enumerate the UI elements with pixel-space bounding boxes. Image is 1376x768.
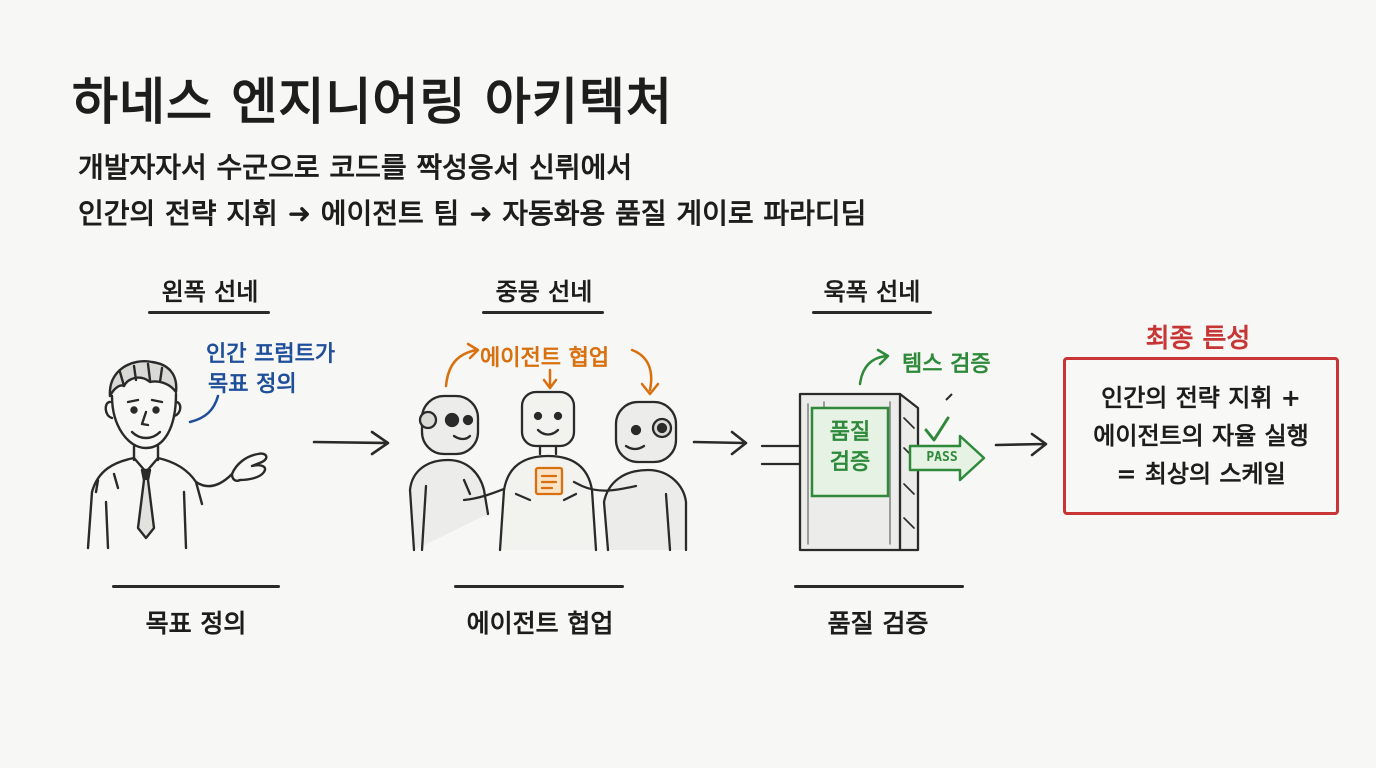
final-result-line-1: 인간의 전략 지휘 + <box>1101 384 1301 412</box>
final-result-box: 인간의 전략 지휘 + 에이전트의 자율 실행 = 최상의 스케일 <box>1063 357 1339 515</box>
quality-gate-label: 품질 검증 <box>812 418 888 478</box>
left-lane-note-line-1: 인간 프럼트가 <box>206 342 336 367</box>
pass-label: PASS <box>926 450 958 465</box>
final-result-line-3: = 최상의 스케일 <box>1116 460 1286 488</box>
right-lane-caption: 품질 검증 <box>827 609 929 638</box>
left-lane-caption: 목표 정의 <box>145 609 247 638</box>
middle-lane-title-underline <box>482 311 604 314</box>
collaboration-arrows-icon <box>444 342 660 396</box>
right-lane-note: 템스 검증 <box>902 352 991 377</box>
left-note-pointer <box>188 394 220 424</box>
middle-lane-note: 에이전트 협업 <box>480 346 610 371</box>
left-lane-title-underline <box>148 311 270 314</box>
agent-robots-icon <box>408 390 688 552</box>
flow-arrow-3-icon <box>994 432 1048 457</box>
middle-lane-divider <box>454 585 624 588</box>
middle-lane-title: 중뭉 선네 <box>495 278 593 306</box>
flow-arrow-2-icon <box>692 430 748 456</box>
human-figure-icon <box>86 360 268 550</box>
right-lane-title: 욱폭 선네 <box>823 278 921 306</box>
quality-gate-label-line-1: 품질 <box>829 420 871 445</box>
test-arrow-icon <box>858 348 890 386</box>
left-lane-note: 인간 프럼트가 목표 정의 <box>206 340 335 400</box>
left-lane-title: 왼폭 선네 <box>161 278 259 306</box>
page-title: 하네스 엔지니어링 아키텍처 <box>72 73 673 131</box>
right-lane-title-underline <box>812 311 932 314</box>
quality-gate-icon <box>760 392 986 552</box>
final-result-title: 최종 튼성 <box>1145 324 1251 354</box>
middle-lane-caption: 에이전트 협업 <box>466 609 614 638</box>
final-result-line-2: 에이전트의 자율 실행 <box>1093 422 1309 450</box>
subtitle-line-2: 인간의 전략 지휘 ➜ 에이전트 팀 ➜ 자동화용 품질 게이로 파라디딤 <box>78 197 867 230</box>
right-lane-divider <box>794 585 964 588</box>
left-lane-divider <box>112 585 280 588</box>
flow-arrow-1-icon <box>312 430 390 456</box>
left-lane-note-line-2: 목표 정의 <box>208 372 297 397</box>
quality-gate-label-line-2: 검증 <box>829 450 871 475</box>
subtitle-line-1: 개발자자서 수군으로 코드를 짝성응서 신뤼에서 <box>78 151 633 184</box>
